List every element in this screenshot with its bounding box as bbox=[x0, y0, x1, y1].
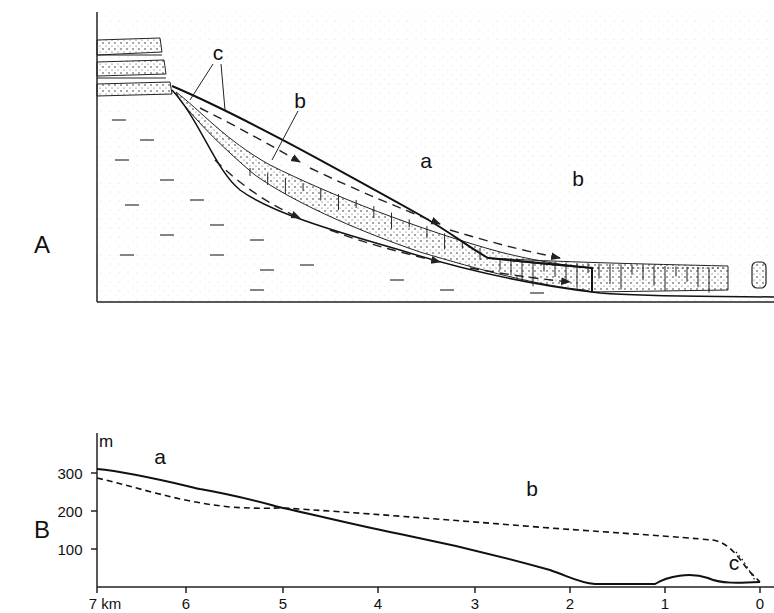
axis-label: 1 bbox=[661, 596, 669, 611]
axis-label: 300 bbox=[57, 466, 82, 481]
panel-letter: A bbox=[34, 233, 50, 257]
axis-label: 2 bbox=[566, 596, 574, 611]
axis-label: 4 bbox=[374, 596, 382, 611]
axis-label: 6 bbox=[182, 596, 190, 611]
axis-label: m bbox=[99, 433, 113, 450]
axis-label: 7 km bbox=[89, 596, 122, 611]
axis-label: 200 bbox=[57, 504, 82, 519]
callout-letter: a bbox=[420, 150, 432, 171]
callout-letter: b bbox=[294, 90, 306, 111]
axis-label: 5 bbox=[279, 596, 287, 611]
callout-letter: b bbox=[526, 478, 538, 499]
callout-letter: b bbox=[572, 168, 584, 189]
background-texture bbox=[98, 12, 774, 301]
panel-a-frame bbox=[97, 12, 774, 302]
axis-label: 0 bbox=[756, 596, 764, 611]
water-line bbox=[592, 268, 725, 269]
callout-letter: a bbox=[154, 446, 166, 467]
callout-letter: c bbox=[213, 42, 224, 63]
panel-b-axes bbox=[91, 433, 774, 593]
callout-letter: c bbox=[729, 552, 740, 573]
axis-label: 100 bbox=[57, 542, 82, 557]
iceberg bbox=[752, 262, 766, 288]
panel-letter: B bbox=[34, 518, 50, 542]
axis-label: 3 bbox=[471, 596, 479, 611]
bedrock-surface bbox=[172, 90, 774, 297]
flow-arrows bbox=[200, 108, 570, 282]
crevasses bbox=[250, 168, 709, 293]
profile-a bbox=[97, 469, 760, 584]
former-glacier-surface bbox=[172, 86, 592, 292]
leader-lines bbox=[190, 64, 298, 160]
glacier-tongue bbox=[488, 258, 728, 292]
profile-b bbox=[97, 478, 760, 582]
